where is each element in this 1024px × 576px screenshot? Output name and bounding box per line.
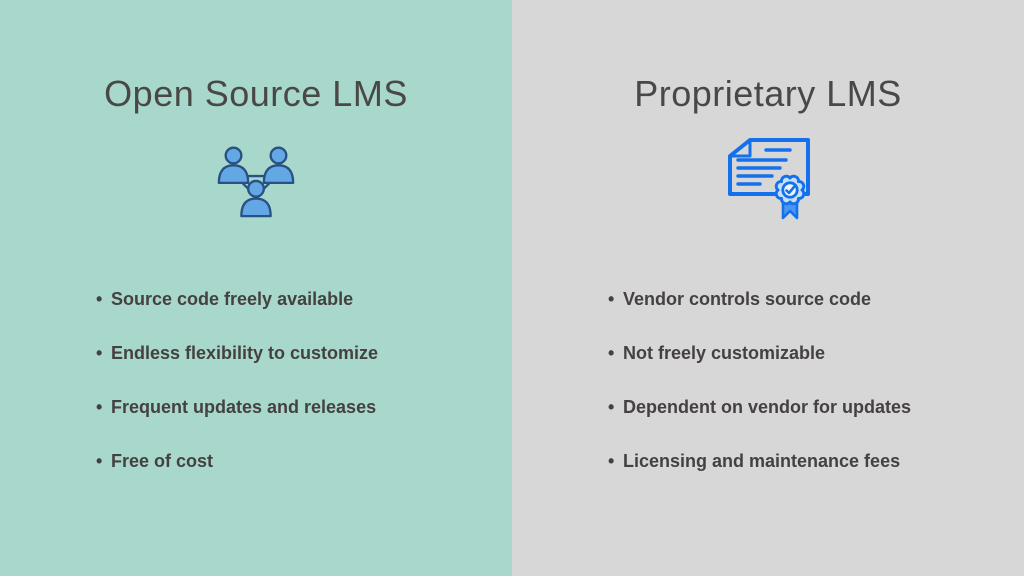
proprietary-title: Proprietary LMS [634,73,902,114]
list-item: Source code freely available [96,288,492,310]
list-item: Endless flexibility to customize [96,342,492,364]
open-source-title: Open Source LMS [104,73,408,114]
list-item: Dependent on vendor for updates [608,396,1004,418]
list-item: Not freely customizable [608,342,1004,364]
people-network-icon [212,136,300,225]
open-source-bullet-list: Source code freely available Endless fle… [0,288,512,472]
panel-proprietary: Proprietary LMS [512,0,1024,576]
list-item: Free of cost [96,450,492,472]
panel-open-source: Open Source LMS [0,0,512,576]
list-item: Vendor controls source code [608,288,1004,310]
list-item: Licensing and maintenance fees [608,450,1004,472]
proprietary-icon-area [512,137,1024,222]
list-item: Frequent updates and releases [96,396,492,418]
certificate-icon [720,134,816,227]
open-source-icon-area [0,138,512,222]
proprietary-bullet-list: Vendor controls source code Not freely c… [512,288,1024,472]
